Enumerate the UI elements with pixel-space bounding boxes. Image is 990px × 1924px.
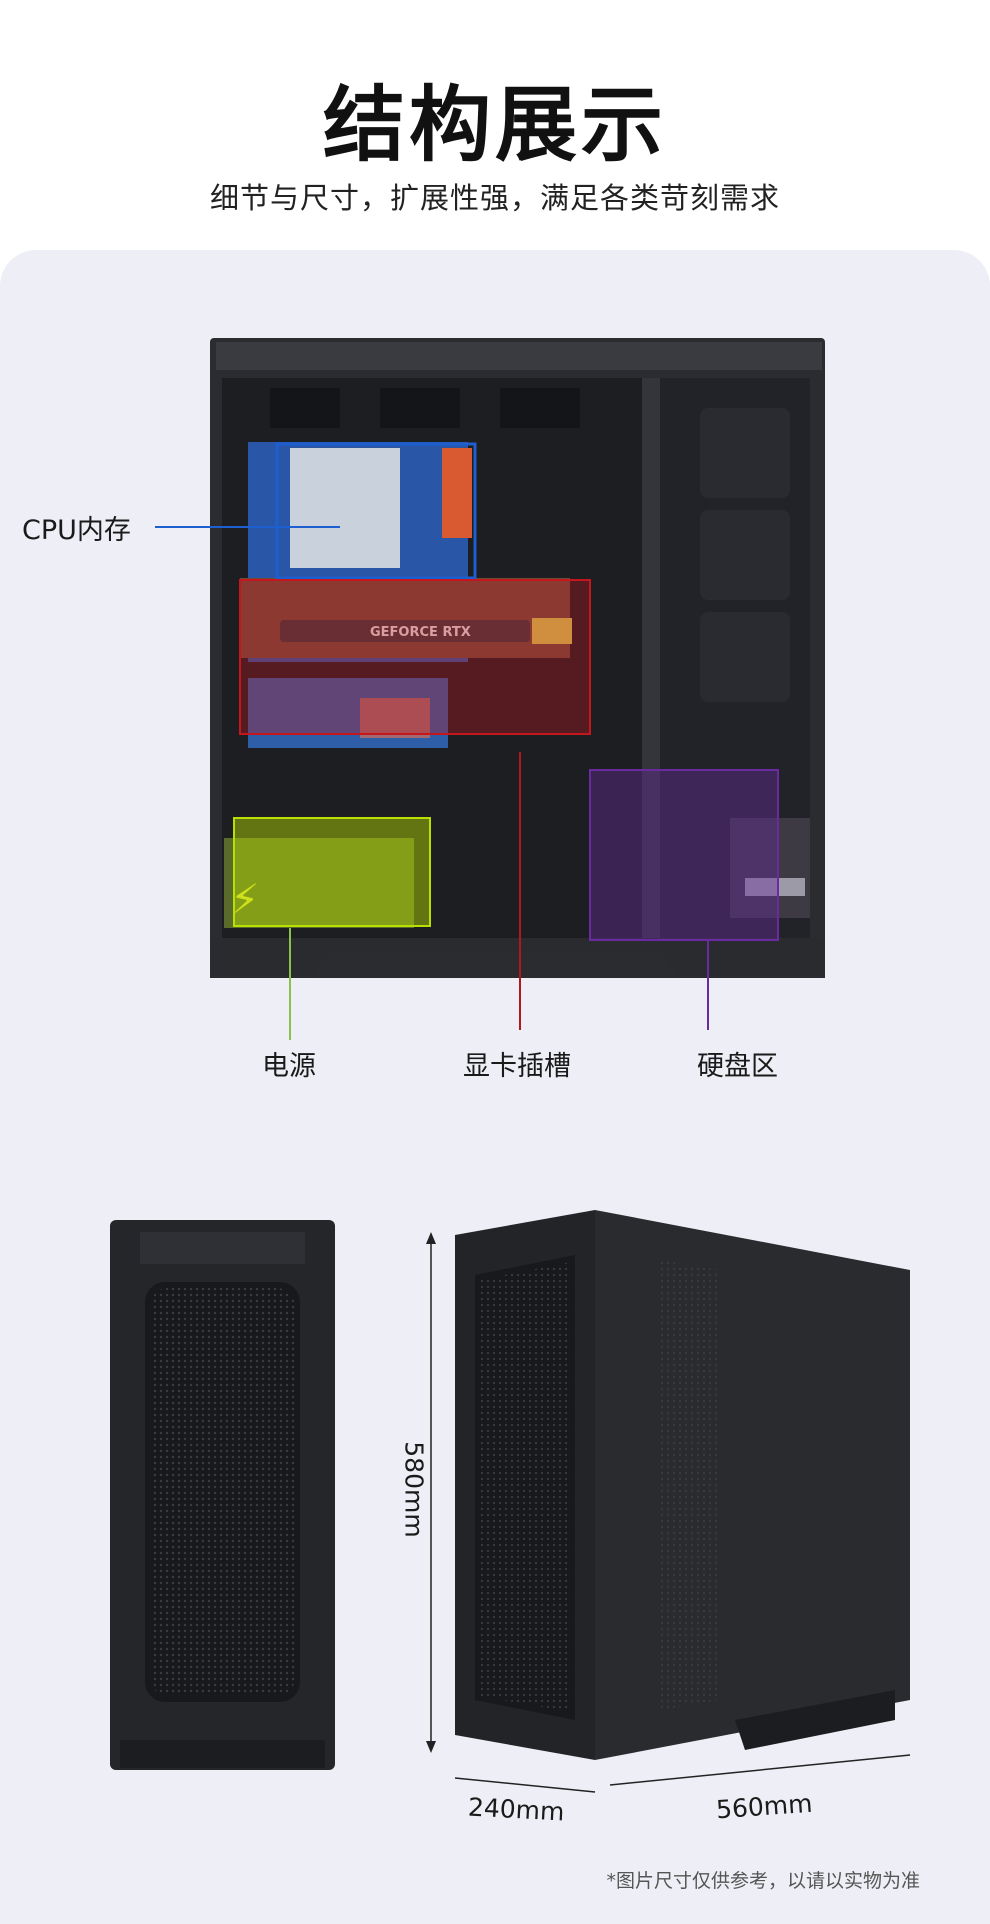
case-front-view-image: [110, 1220, 335, 1770]
label-gpu-slot: 显卡插槽: [463, 1051, 571, 1082]
dimension-depth: 240mm: [467, 1792, 566, 1827]
case-interior-image: GEFORCE RTX ⚡: [210, 338, 825, 978]
label-cpu-memory: CPU内存: [22, 515, 131, 546]
label-hdd-area: 硬盘区: [697, 1051, 778, 1082]
callout-lines: [155, 526, 709, 1040]
page-subtitle: 细节与尺寸，扩展性强，满足各类苛刻需求: [209, 181, 780, 215]
dimension-lines: [426, 1232, 911, 1793]
label-psu: 电源: [262, 1051, 316, 1082]
dimension-height: 580mm: [399, 1441, 429, 1538]
page-title: 结构展示: [322, 78, 667, 173]
gpu-brand-text: GEFORCE RTX: [370, 625, 471, 640]
case-perspective-image: [455, 1210, 910, 1760]
footnote: *图片尺寸仅供参考，以请以实物为准: [606, 1870, 920, 1892]
